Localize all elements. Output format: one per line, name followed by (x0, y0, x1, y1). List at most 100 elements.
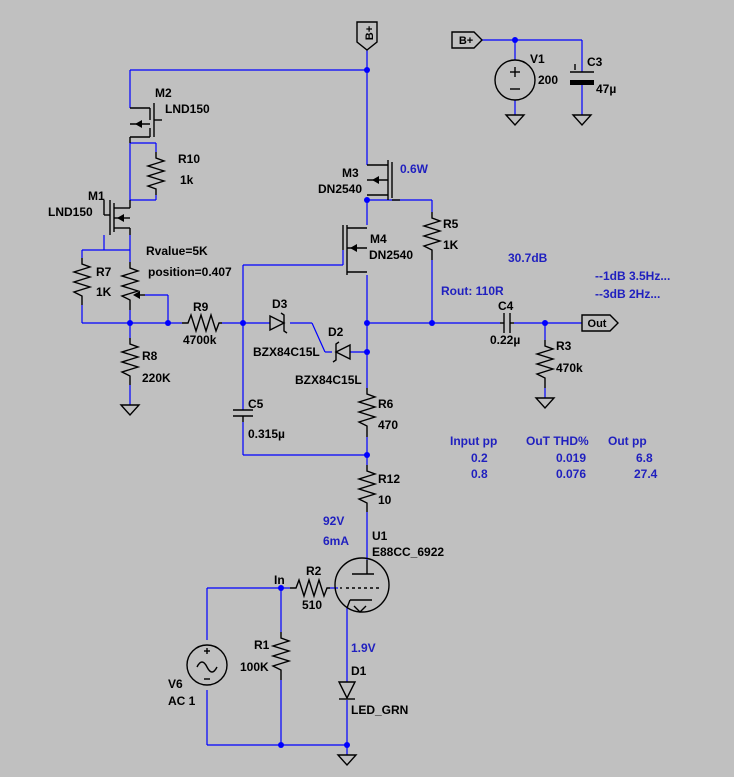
table-header: OuT THD% (526, 434, 589, 448)
v6-name: V6 (168, 677, 183, 691)
svg-text:B+: B+ (459, 35, 473, 47)
r8-value: 220K (142, 371, 171, 385)
c5-name: C5 (248, 397, 264, 411)
u1-value: E88CC_6922 (372, 545, 444, 559)
bandwidth-1db: --1dB 3.5Hz... (595, 269, 670, 283)
r12-value: 10 (378, 493, 392, 507)
r6-name: R6 (378, 397, 394, 411)
d1-name: D1 (351, 664, 367, 678)
bplus-flag-top: B+ (356, 21, 378, 51)
c5-value: 0.315µ (248, 427, 285, 441)
table-cell: 0.8 (471, 467, 488, 481)
r10-name: R10 (178, 152, 200, 166)
junction-dots (127, 37, 548, 748)
m3-power: 0.6W (400, 162, 429, 176)
r7-name: R7 (96, 265, 112, 279)
r2-name: R2 (306, 564, 322, 578)
in-net-label: In (274, 573, 285, 587)
pot-rvalue: Rvalue=5K (146, 244, 208, 258)
table-header: Input pp (450, 434, 497, 448)
m3-mosfet (367, 160, 400, 201)
d3-value: BZX84C15L (253, 345, 320, 359)
r9-resistor (182, 312, 222, 334)
svg-text:Out: Out (588, 318, 607, 330)
potentiometer (119, 262, 145, 310)
v1-value: 200 (538, 73, 558, 87)
m1-value: LND150 (48, 205, 93, 219)
rout-annotation: Rout: 110R (441, 284, 504, 298)
gain-annotation: 30.7dB (508, 251, 548, 265)
r12-resistor (356, 465, 378, 512)
r8-name: R8 (142, 349, 158, 363)
d3-name: D3 (272, 297, 288, 311)
r3-name: R3 (556, 339, 572, 353)
v1-source (494, 59, 536, 101)
r9-value: 4700k (183, 333, 217, 347)
ground-symbols (119, 114, 593, 767)
r2-value: 510 (302, 598, 322, 612)
table-cell: 6.8 (636, 451, 653, 465)
d2-zener (332, 341, 351, 363)
c4-name: C4 (498, 299, 514, 313)
cathode-voltage: 1.9V (351, 641, 376, 655)
bplus-flag-supply: B+ (451, 31, 483, 49)
v6-ac-source (186, 644, 228, 686)
d2-name: D2 (328, 325, 344, 339)
results-table: Input pp OuT THD% Out pp 0.2 0.019 6.8 0… (450, 434, 658, 481)
plate-current: 6mA (323, 534, 349, 548)
d1-led (337, 681, 357, 700)
v1-name: V1 (530, 52, 545, 66)
c4-capacitor (500, 313, 514, 333)
r10-value: 1k (180, 173, 194, 187)
m2-value: LND150 (165, 102, 210, 116)
r1-value: 100K (240, 660, 269, 674)
out-flag: Out (581, 314, 619, 332)
m1-mosfet (103, 200, 131, 235)
pot-position: position=0.407 (148, 265, 232, 279)
r1-name: R1 (254, 638, 270, 652)
c4-value: 0.22µ (490, 333, 520, 347)
c5-capacitor (233, 409, 253, 422)
v6-value: AC 1 (168, 694, 196, 708)
table-cell: 0.076 (556, 467, 586, 481)
r7-resistor (71, 258, 93, 305)
d2-value: BZX84C15L (295, 373, 362, 387)
table-header: Out pp (608, 434, 647, 448)
c3-capacitor (570, 64, 594, 85)
r12-name: R12 (378, 472, 400, 486)
d1-value: LED_GRN (351, 703, 408, 717)
r7-value: 1K (96, 285, 112, 299)
m3-name: M3 (342, 166, 359, 180)
r6-resistor (356, 388, 378, 437)
m2-mosfet (129, 103, 162, 143)
m4-value: DN2540 (369, 248, 413, 262)
r5-name: R5 (443, 217, 459, 231)
r6-value: 470 (378, 418, 398, 432)
r3-resistor (534, 340, 556, 388)
r1-resistor (270, 632, 292, 680)
m3-value: DN2540 (318, 182, 362, 196)
u1-name: U1 (372, 529, 388, 543)
m1-name: M1 (88, 189, 105, 203)
r2-resistor (290, 577, 330, 599)
svg-text:B+: B+ (364, 26, 376, 40)
r8-resistor (119, 338, 141, 385)
table-cell: 0.019 (556, 451, 586, 465)
table-cell: 0.2 (471, 451, 488, 465)
m4-name: M4 (370, 232, 387, 246)
m4-mosfet (342, 225, 367, 275)
r5-value: 1K (443, 238, 459, 252)
u1-tube (334, 557, 390, 613)
bandwidth-3db: --3dB 2Hz... (595, 287, 660, 301)
table-cell: 27.4 (634, 467, 658, 481)
m2-name: M2 (155, 86, 172, 100)
r3-value: 470k (556, 361, 583, 375)
r9-name: R9 (193, 300, 209, 314)
r10-resistor (145, 152, 167, 195)
r5-resistor (421, 212, 443, 260)
plate-voltage: 92V (323, 514, 344, 528)
c3-value: 47µ (596, 82, 616, 96)
wires (81, 39, 583, 755)
